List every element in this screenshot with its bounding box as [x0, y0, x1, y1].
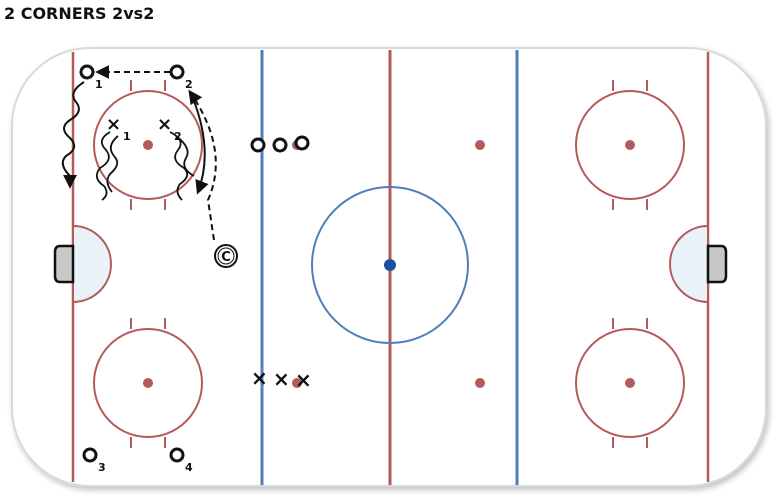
player-o3: 3	[82, 447, 106, 474]
svg-text:1: 1	[95, 78, 103, 91]
svg-text:C: C	[221, 250, 231, 265]
drill-title: 2 CORNERS 2vs2	[4, 4, 155, 23]
waiting-defense-group: × × ×	[251, 366, 312, 392]
crease-right	[669, 224, 709, 304]
faceoff-circle-bottom-right	[575, 318, 685, 448]
faceoff-circle-bottom-left	[93, 318, 203, 448]
svg-text:3: 3	[98, 461, 106, 474]
waiting-offense-player	[294, 135, 310, 151]
player-o4: 4	[169, 447, 193, 474]
faceoff-circle-top-right	[575, 80, 685, 210]
x1-skate-path-2	[106, 135, 119, 193]
o2-skate-path	[191, 95, 209, 195]
faceoff-circle-top-left	[93, 80, 203, 210]
neutral-dot-bottom-right	[475, 378, 485, 388]
svg-text:2: 2	[185, 78, 193, 91]
waiting-offense-player	[272, 137, 288, 153]
neutral-dot-bottom-left	[292, 378, 302, 388]
coach-pass-arrow	[188, 89, 217, 241]
neutral-dot-top-right	[475, 140, 485, 150]
player-x1: × 1	[106, 114, 131, 143]
net-left	[53, 244, 75, 284]
crease-left	[72, 224, 112, 304]
waiting-offense-group	[250, 135, 310, 153]
faceoff-dot-top-left	[143, 140, 153, 150]
svg-text:1: 1	[123, 130, 131, 143]
x1-skate-path	[95, 131, 111, 201]
net-right	[706, 244, 728, 284]
svg-text:×: ×	[157, 114, 172, 135]
o1-puck-carry-path	[61, 81, 85, 189]
center-circle	[311, 186, 469, 344]
faceoff-dot-top-right	[625, 140, 635, 150]
player-x2: × 2	[157, 114, 182, 143]
player-o1: 1	[79, 64, 103, 91]
x2-skate-path-2	[175, 135, 195, 177]
x2-skate-path	[169, 131, 189, 201]
svg-text:2: 2	[174, 130, 182, 143]
waiting-defense-player: ×	[251, 366, 268, 390]
player-o2: 2	[169, 64, 193, 91]
center-dot	[384, 259, 396, 271]
waiting-defense-player: ×	[273, 367, 290, 391]
svg-text:×: ×	[106, 114, 121, 135]
svg-text:4: 4	[185, 461, 193, 474]
waiting-offense-player	[250, 137, 266, 153]
faceoff-dot-bottom-right	[625, 378, 635, 388]
coach-marker: C	[214, 244, 238, 268]
waiting-defense-player: ×	[295, 368, 312, 392]
faceoff-dot-bottom-left	[143, 378, 153, 388]
